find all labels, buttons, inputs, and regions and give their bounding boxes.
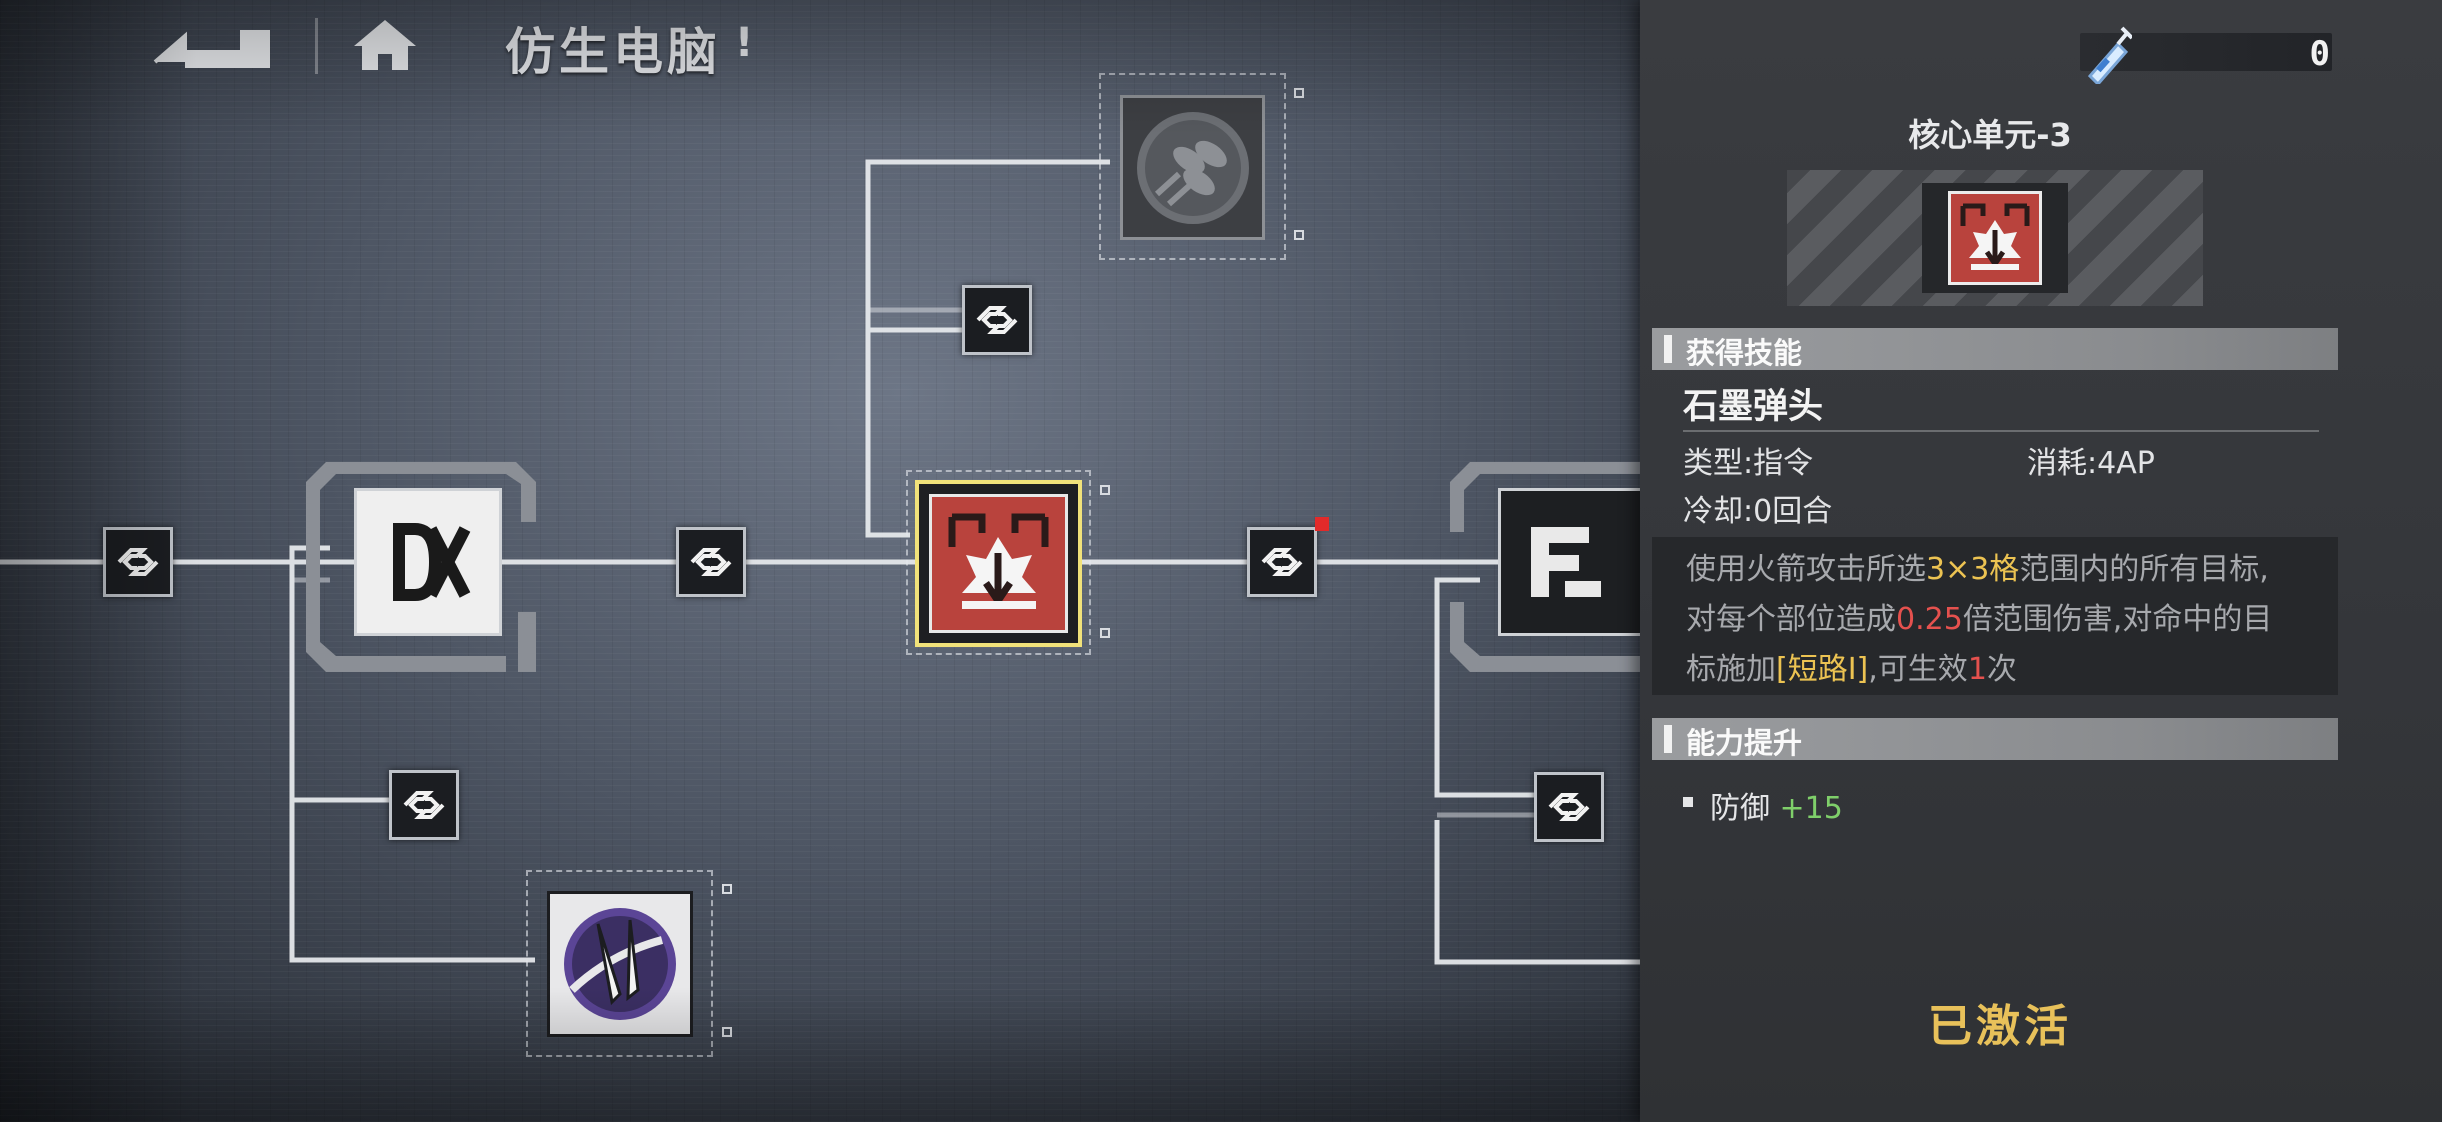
link-node[interactable] [103, 527, 173, 597]
back-arrow-icon [153, 30, 270, 68]
skill-node-f[interactable] [1450, 462, 1640, 672]
stat-label: 防御 [1710, 791, 1770, 826]
skill-node-dx[interactable] [306, 462, 536, 672]
skill-cost: 消耗:4AP [2027, 446, 2155, 481]
syringe-icon [2087, 26, 2134, 87]
locked-node-frame [1099, 73, 1286, 260]
selection-corner [1294, 230, 1304, 240]
activated-status-button[interactable]: 已激活 [1928, 1001, 2072, 1052]
claw-strike-icon [564, 908, 676, 1020]
selection-corner [1100, 485, 1110, 495]
dx-icon [393, 523, 471, 601]
skill-divider [1683, 430, 2319, 432]
node-frame [1450, 462, 1640, 672]
resource-count: 0 [2309, 34, 2330, 74]
ability-section-label: 能力提升 [1686, 726, 1803, 760]
link-node[interactable] [389, 770, 459, 840]
stat-bullet [1683, 797, 1693, 807]
link-node[interactable] [676, 527, 746, 597]
explosion-warhead-icon [1960, 203, 2030, 270]
new-indicator-dot [1315, 517, 1329, 531]
link-chain-icon [690, 548, 732, 576]
skill-cooldown: 冷却:0回合 [1683, 494, 1833, 529]
skill-section-header: 获得技能 [1652, 328, 2338, 370]
link-node[interactable] [1534, 772, 1604, 842]
selection-corner [1100, 628, 1110, 638]
skill-node-missile[interactable] [1120, 95, 1265, 240]
skill-description-box: 使用火箭攻击所选3×3格范围内的所有目标,对每个部位造成0.25倍范围伤害,对命… [1652, 537, 2338, 695]
tree-connector-lines [0, 159, 1640, 965]
f-letter-icon [1531, 527, 1601, 597]
top-nav-bar: 仿生电脑 ! [0, 0, 900, 90]
link-chain-icon [403, 791, 445, 819]
nav-divider [315, 18, 318, 74]
home-icon [354, 20, 416, 70]
skill-section-label: 获得技能 [1686, 336, 1803, 370]
link-chain-icon [976, 306, 1018, 334]
skill-node-core-3[interactable] [915, 480, 1082, 647]
skill-tree-area: 仿生电脑 ! [0, 0, 1640, 1122]
skill-description: 使用火箭攻击所选3×3格范围内的所有目标,对每个部位造成0.25倍范围伤害,对命… [1686, 552, 2273, 687]
link-chain-icon [1548, 793, 1590, 821]
home-button[interactable] [350, 14, 420, 74]
link-chain-icon [117, 548, 159, 576]
core-unit-icon-frame [1922, 183, 2068, 293]
link-node[interactable] [1247, 527, 1317, 597]
missile-salvo-icon [1137, 112, 1249, 224]
resource-item[interactable] [2082, 24, 2134, 87]
link-node[interactable] [962, 285, 1032, 355]
explosion-warhead-icon [948, 513, 1049, 609]
locked-node-frame [526, 870, 713, 1057]
core-unit-title: 核心单元-3 [1908, 116, 2072, 154]
skill-node-claw[interactable] [547, 891, 693, 1037]
stat-line: 防御 +15 [1710, 783, 1843, 827]
stat-value: +15 [1779, 791, 1843, 826]
page-title: 仿生电脑 [505, 23, 721, 81]
selection-corner [722, 1027, 732, 1037]
skill-type: 类型:指令 [1683, 446, 1814, 481]
node-frame [306, 462, 536, 672]
selection-corner [1294, 88, 1304, 98]
ability-section-header: 能力提升 [1652, 718, 2338, 760]
back-button[interactable] [145, 18, 275, 72]
selection-corner [722, 884, 732, 894]
info-button[interactable]: ! [735, 20, 754, 66]
skill-name: 石墨弹头 [1683, 387, 1824, 427]
selection-frame [906, 470, 1091, 655]
link-chain-icon [1261, 548, 1303, 576]
